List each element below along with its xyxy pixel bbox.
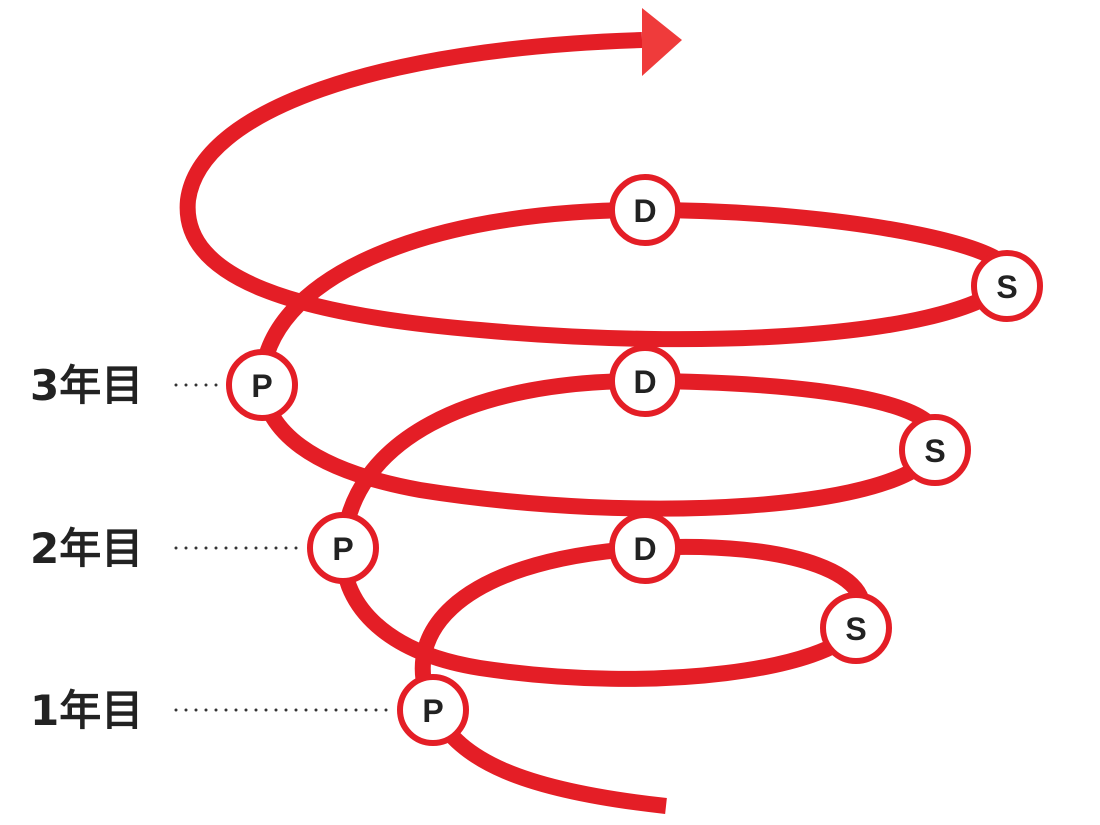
node-year2-d: D <box>609 345 681 417</box>
node-year1-s: S <box>820 592 892 664</box>
node-top-d: D <box>609 174 681 246</box>
year-label-1: 1年目 <box>30 686 143 735</box>
node-year2-s-label: S <box>924 433 945 469</box>
node-year1-d-label: D <box>633 531 656 567</box>
node-year1-p: P <box>397 674 469 746</box>
node-year3-p-label: P <box>251 368 272 404</box>
node-year2-d-label: D <box>633 364 656 400</box>
node-top-d-label: D <box>633 193 656 229</box>
spiral-path <box>179 32 1020 814</box>
node-year1-p-label: P <box>422 693 443 729</box>
year-label-2: 2年目 <box>30 524 143 573</box>
node-year2-s: S <box>899 414 971 486</box>
node-year1-s-label: S <box>845 611 866 647</box>
node-year2-p-label: P <box>332 531 353 567</box>
year-label-3: 3年目 <box>30 361 143 410</box>
arrow-head-icon <box>642 8 682 76</box>
node-year1-d: D <box>609 512 681 584</box>
node-top-s: S <box>971 250 1043 322</box>
node-top-s-label: S <box>996 269 1017 305</box>
node-year3-p: P <box>226 349 298 421</box>
node-year2-p: P <box>307 512 379 584</box>
